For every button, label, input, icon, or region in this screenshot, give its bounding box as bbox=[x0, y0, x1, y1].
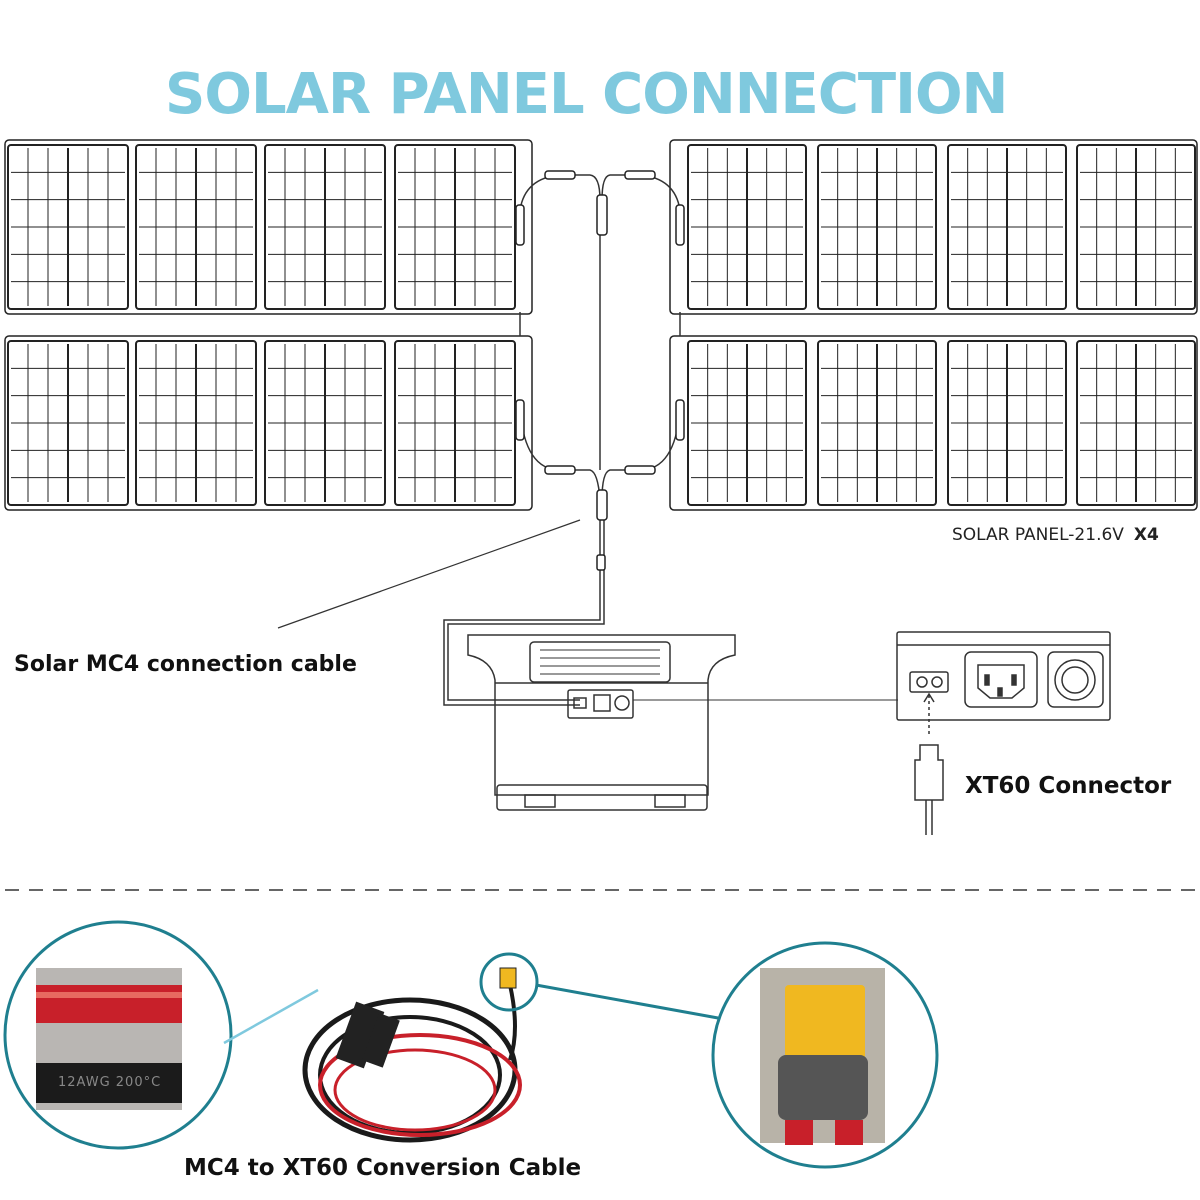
solar-module bbox=[817, 340, 937, 506]
solar-module bbox=[394, 340, 516, 506]
solar-module bbox=[1076, 340, 1196, 506]
solar-module bbox=[687, 340, 807, 506]
mc4-connectors bbox=[515, 170, 685, 571]
solar-module bbox=[394, 144, 516, 310]
conversion-cable-photo bbox=[302, 952, 719, 1143]
solar-module bbox=[1076, 144, 1196, 310]
xt60-port-panel bbox=[896, 631, 1111, 835]
solar-module bbox=[264, 144, 386, 310]
solar-module bbox=[817, 144, 937, 310]
panel-spec-label: SOLAR PANEL-21.6V X4 bbox=[952, 525, 1159, 545]
solar-panel-frame bbox=[4, 139, 533, 315]
power-station bbox=[467, 634, 898, 811]
solar-panel-frame bbox=[669, 335, 1198, 511]
page-title: SOLAR PANEL CONNECTION bbox=[165, 62, 1008, 127]
solar-module bbox=[687, 144, 807, 310]
panel-quantity: X4 bbox=[1133, 525, 1159, 545]
solar-panel-frame bbox=[4, 335, 533, 511]
conversion-cable-label: MC4 to XT60 Conversion Cable bbox=[184, 1155, 582, 1181]
panel-spec-text: SOLAR PANEL-21.6V bbox=[952, 525, 1124, 545]
solar-module bbox=[7, 144, 129, 310]
xt60-closeup bbox=[711, 941, 939, 1169]
solar-module bbox=[7, 340, 129, 506]
wire-marking: 12AWG 200°C bbox=[58, 1075, 162, 1090]
wire-closeup bbox=[3, 920, 319, 1150]
xt60-connector-label: XT60 Connector bbox=[965, 773, 1172, 799]
solar-module bbox=[947, 340, 1067, 506]
solar-module bbox=[264, 340, 386, 506]
solar-module bbox=[947, 144, 1067, 310]
solar-panel-arrays bbox=[4, 139, 1198, 511]
solar-module bbox=[135, 144, 257, 310]
solar-panel-frame bbox=[669, 139, 1198, 315]
solar-module bbox=[135, 340, 257, 506]
mc4-cable-label: Solar MC4 connection cable bbox=[14, 652, 357, 677]
